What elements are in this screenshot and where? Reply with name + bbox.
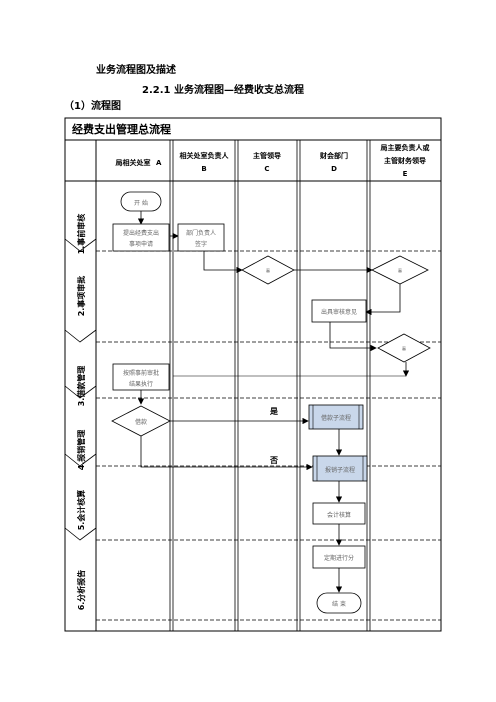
yes-label: 是	[269, 406, 278, 416]
execute-label-1: 按照事前审批	[123, 369, 159, 377]
sign-label-2: 签字	[195, 240, 207, 248]
start-label: 开 始	[134, 199, 148, 207]
end-node	[316, 592, 362, 614]
loan-subprocess-label: 借款子流程	[321, 414, 351, 422]
col-b-letter: B	[201, 165, 206, 173]
loan-decision	[111, 405, 171, 437]
submit-node	[112, 223, 170, 252]
col-d-name: 财会部门	[319, 151, 348, 160]
row-label-6: 6.分析报告	[76, 570, 86, 611]
connectors	[137, 211, 410, 593]
row-label-2: 2.事项审批	[76, 276, 86, 317]
doc-subheading: 2.2.1 业务流程图—经费收支总流程	[142, 85, 304, 96]
row-chevrons	[64, 238, 97, 541]
execute-node	[112, 363, 170, 391]
row-label-4: 4.报销管理	[76, 430, 86, 471]
col-c-letter: C	[264, 165, 269, 173]
sign-node	[177, 223, 225, 252]
sign-label-1: 部门负责人	[186, 229, 216, 237]
column-separators	[169, 140, 371, 631]
submit-label-1: 提出经费支出	[123, 229, 159, 237]
reimburse-subprocess	[312, 455, 368, 482]
decision-e1	[371, 255, 429, 285]
row-label-3: 3.借款管理	[76, 366, 86, 407]
col-e-name-1: 局主要负责人或	[381, 143, 430, 152]
decision-c-label: 審	[266, 267, 270, 273]
submit-label-2: 事项申请	[129, 240, 153, 248]
col-a-name: 局相关处室	[116, 158, 151, 167]
decision-e2-label: 審	[402, 345, 406, 351]
table-frame	[64, 117, 442, 632]
loan-subprocess	[308, 404, 364, 430]
row-separators	[96, 250, 441, 621]
account-label: 会计核算	[327, 511, 351, 519]
col-d-letter: D	[331, 165, 337, 173]
table-title: 经费支出管理总流程	[72, 122, 171, 136]
col-b-name: 相关处室负责人	[180, 151, 230, 160]
col-e-name-2: 主管财务领导	[384, 156, 426, 165]
reimburse-subprocess-label: 报销子流程	[325, 466, 355, 474]
decision-e2	[377, 333, 431, 363]
decision-c	[241, 255, 295, 285]
execute-label-2: 结果执行	[129, 380, 153, 388]
doc-heading: 业务流程图及描述	[96, 65, 176, 76]
col-e-letter: E	[403, 170, 408, 178]
loan-decision-label: 借款	[135, 418, 147, 426]
row-label-1: 1.事前审核	[76, 214, 86, 255]
analysis-label: 定期进行分	[324, 554, 354, 562]
start-node	[120, 191, 162, 212]
decision-e1-label: 審	[398, 267, 402, 273]
col-c-name: 主管领导	[253, 151, 281, 160]
section-label: （1）流程图	[64, 101, 121, 112]
end-label: 结 束	[332, 600, 346, 608]
review-label: 出具审核意见	[321, 308, 357, 316]
review-node	[311, 299, 367, 323]
analysis-node	[312, 545, 366, 569]
row-label-5: 5.会计核算	[76, 490, 86, 531]
col-a-letter: A	[156, 159, 162, 167]
account-node	[312, 502, 366, 525]
no-label: 否	[269, 456, 278, 465]
